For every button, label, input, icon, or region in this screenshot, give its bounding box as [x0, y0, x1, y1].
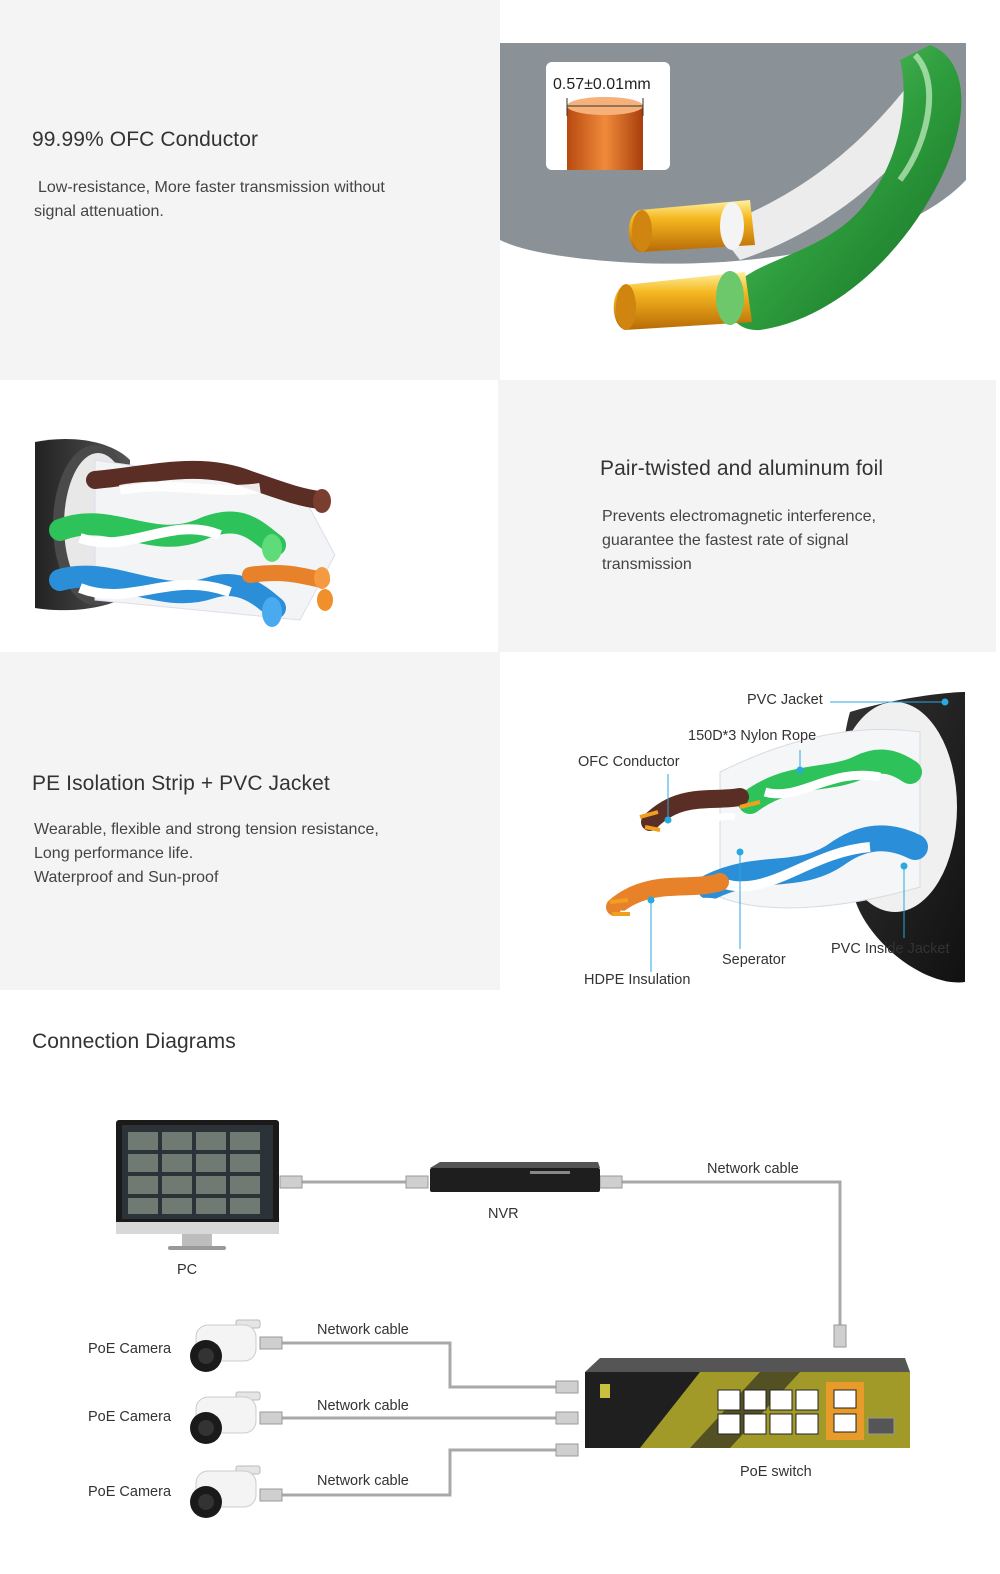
pe-desc-line2: Long performance life.	[34, 845, 194, 862]
callout-ofc-conductor: OFC Conductor	[578, 754, 680, 770]
pe-desc-line1: Wearable, flexible and strong tension re…	[34, 821, 379, 838]
ofc-desc-line1: Low-resistance, More faster transmission…	[38, 179, 385, 196]
connection-title: Connection Diagrams	[32, 1030, 236, 1053]
connection-section: Connection Diagrams	[0, 990, 1000, 1574]
poe-switch-label: PoE switch	[740, 1464, 812, 1480]
pe-desc: Wearable, flexible and strong tension re…	[34, 818, 474, 890]
poe-camera-icon-2	[190, 1391, 261, 1444]
ofc-desc-line2: signal attenuation.	[34, 203, 164, 220]
camera-label-1: PoE Camera	[88, 1341, 172, 1357]
twist-desc-line3: transmission	[602, 556, 692, 573]
callout-nylon-rope: 150D*3 Nylon Rope	[688, 728, 817, 744]
twisted-pair-illustration	[35, 439, 336, 627]
callout-separator: Seperator	[722, 952, 786, 968]
twist-desc-line1: Prevents electromagnetic interference,	[602, 508, 876, 525]
twist-text-panel: Pair-twisted and aluminum foil Prevents …	[498, 380, 996, 652]
pe-text-panel: PE Isolation Strip + PVC Jacket Wearable…	[0, 652, 500, 990]
ofc-desc: Low-resistance, More faster transmission…	[34, 176, 454, 224]
nvr-device-icon	[430, 1162, 600, 1192]
nvr-label: NVR	[488, 1206, 519, 1222]
callout-hdpe-insulation: HDPE Insulation	[584, 972, 691, 988]
network-cable-label-top: Network cable	[707, 1161, 799, 1177]
ofc-image-panel: 0.57±0.01mm	[500, 0, 1000, 380]
poe-switch-icon	[585, 1358, 910, 1448]
pe-title: PE Isolation Strip + PVC Jacket	[32, 772, 330, 795]
twist-image-panel	[0, 380, 498, 652]
camera-cable-label-1: Network cable	[317, 1322, 409, 1338]
pc-monitor-icon	[116, 1120, 279, 1250]
camera-label-2: PoE Camera	[88, 1409, 172, 1425]
poe-camera-icon-1	[190, 1319, 261, 1372]
ofc-text-panel: 99.99% OFC Conductor Low-resistance, Mor…	[0, 0, 500, 380]
pc-label: PC	[177, 1262, 198, 1278]
camera-cable-label-3: Network cable	[317, 1473, 409, 1489]
ofc-title: 99.99% OFC Conductor	[32, 128, 259, 151]
cable-structure-illustration	[606, 692, 965, 983]
pe-image-panel: PVC Jacket 150D*3 Nylon Rope OFC Conduct…	[500, 652, 1000, 990]
callout-pvc-inside-jacket: PVC Inside Jacket	[831, 941, 950, 957]
twist-desc: Prevents electromagnetic interference, g…	[602, 505, 942, 577]
camera-label-3: PoE Camera	[88, 1484, 172, 1500]
twist-desc-line2: guarantee the fastest rate of signal	[602, 532, 849, 549]
callout-pvc-jacket: PVC Jacket	[747, 692, 823, 708]
poe-camera-icon-3	[190, 1465, 261, 1518]
twist-title: Pair-twisted and aluminum foil	[600, 457, 884, 480]
ofc-measure-label: 0.57±0.01mm	[553, 76, 651, 93]
connection-diagram	[116, 1120, 910, 1518]
pe-desc-line3: Waterproof and Sun-proof	[34, 869, 219, 886]
ofc-conductor-illustration	[500, 43, 966, 331]
camera-cable-label-2: Network cable	[317, 1398, 409, 1414]
